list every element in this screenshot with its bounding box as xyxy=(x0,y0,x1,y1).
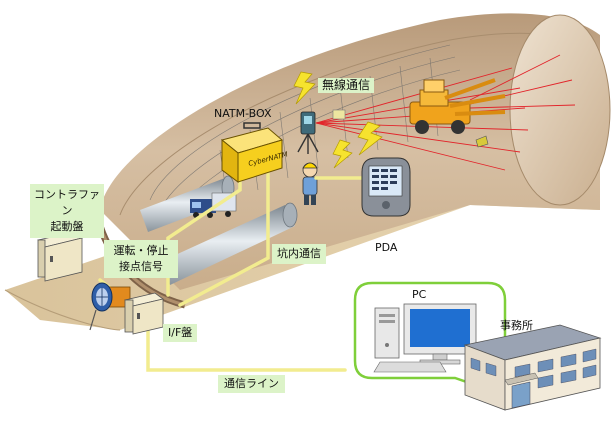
label-contact-signal: 運転・停止 接点信号 xyxy=(104,240,178,278)
worker-icon xyxy=(302,162,318,205)
natm-box-device: CyberNATM xyxy=(220,122,289,183)
total-station-icon xyxy=(297,111,319,154)
label-contra-fan-line2: 起動盤 xyxy=(50,220,84,233)
lightning-bolt-icon xyxy=(293,71,383,169)
label-natm-box: NATM-BOX xyxy=(214,107,272,120)
contra-fan-panel-cabinet xyxy=(37,231,83,282)
label-pc: PC xyxy=(412,288,427,301)
label-pda: PDA xyxy=(375,241,398,254)
drill-jumbo xyxy=(409,78,506,134)
label-comm-line: 通信ライン xyxy=(218,375,285,393)
if-panel-cabinet xyxy=(124,292,164,335)
label-office: 事務所 xyxy=(500,319,533,332)
pda-device-icon xyxy=(361,157,411,217)
label-if-panel: I/F盤 xyxy=(163,324,198,342)
fan-icon xyxy=(89,282,133,331)
label-contact-signal-line1: 運転・停止 xyxy=(113,244,169,257)
label-tunnel-comm: 坑内通信 xyxy=(272,244,326,264)
pc-computer-icon xyxy=(373,303,477,373)
target-prism-icon xyxy=(475,135,489,148)
office-building-icon xyxy=(463,324,602,411)
label-wireless: 無線通信 xyxy=(318,78,375,93)
label-contra-fan: コントラファン 起動盤 xyxy=(30,184,104,238)
reflector-icon xyxy=(332,109,346,120)
label-contact-signal-line2: 接点信号 xyxy=(119,260,163,273)
tunnel-face xyxy=(509,14,611,206)
ventilation-duct-lower xyxy=(160,202,298,285)
label-contra-fan-line1: コントラファン xyxy=(34,188,100,217)
